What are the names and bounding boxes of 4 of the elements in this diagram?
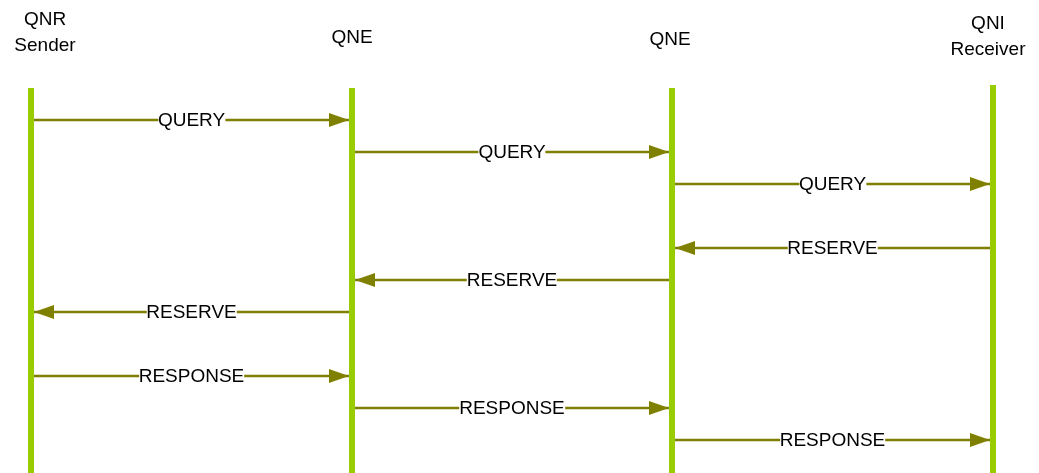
lifeline-label: QNI Receiver xyxy=(949,11,1027,61)
lifeline-label: QNE xyxy=(330,25,374,49)
lifeline-label: QNE xyxy=(648,27,692,51)
lifeline-label: QNR Sender xyxy=(13,7,77,57)
